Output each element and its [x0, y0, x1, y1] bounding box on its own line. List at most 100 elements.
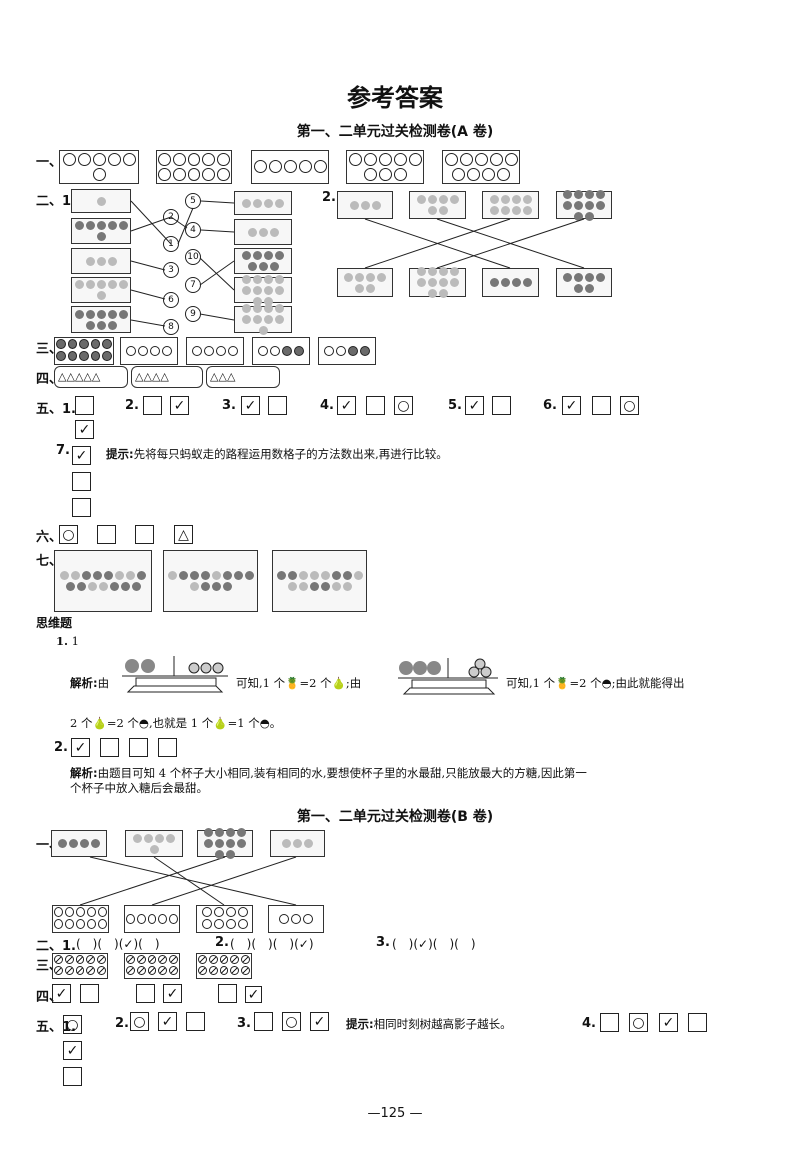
answer-box	[218, 984, 237, 1003]
answer-box	[72, 472, 91, 491]
q2-2-label: 2.	[322, 190, 336, 205]
b-ten-frame-1	[52, 905, 109, 933]
triangle-icon: △	[226, 370, 236, 383]
triangle-icon: △	[58, 370, 67, 383]
answer-box: ✓	[241, 396, 260, 415]
answer-box: ✓	[72, 446, 91, 465]
answer-box: ✓	[71, 738, 90, 757]
triangle-icon: △	[210, 370, 219, 383]
answer-box: ✓	[163, 984, 182, 1003]
b-q3-frame-1	[52, 953, 108, 979]
answer-box	[136, 984, 155, 1003]
b-q3-frame-2	[124, 953, 180, 979]
b-q2-label: 二、1.	[36, 939, 76, 954]
q5-label: 五、1.	[36, 402, 76, 417]
thinking-analysis-2b: 个杯子中放入糖后会最甜。	[70, 781, 208, 795]
page-title: 参考答案	[347, 84, 443, 112]
picture-peaches	[482, 268, 539, 297]
answer-box: ✓	[659, 1013, 678, 1032]
picture-flowers	[71, 248, 131, 274]
answer-box	[135, 525, 154, 544]
answer-box	[63, 1067, 82, 1086]
triangle-icon: △	[91, 370, 101, 383]
answer-box	[75, 396, 94, 415]
answer-box	[366, 396, 385, 415]
b-q2-2-label: 2.	[215, 935, 229, 950]
picture-strawberries-b	[197, 828, 253, 859]
triangle-icon: △	[83, 370, 92, 383]
picture-melons	[556, 268, 612, 297]
q6-label: 六、	[36, 530, 63, 545]
hint-7: 提示:先将每只蚂蚁走的路程运用数格子的方法数出来,再进行比较。	[106, 447, 448, 461]
picture-watermelons	[51, 830, 107, 857]
answer-box: ○	[629, 1013, 648, 1032]
thinking-analysis-1: 解析:由	[70, 676, 110, 690]
picture-balloons	[71, 277, 131, 303]
picture-cars	[337, 191, 393, 219]
b-q3-frame-3	[196, 953, 252, 979]
triangle-icon: △	[143, 370, 152, 383]
ten-frame-1	[59, 150, 139, 184]
answer-box: ✓	[245, 986, 262, 1003]
b-q2-1-answer: ( )( )(✓)( )	[76, 937, 160, 951]
section-a-title: 第一、二单元过关检测卷(A 卷)	[296, 124, 494, 140]
match-number: 4	[185, 222, 201, 238]
answer-box: ○	[130, 1012, 149, 1031]
answer-box	[592, 396, 611, 415]
answer-box: ○	[59, 525, 78, 544]
b-q5-2-label: 2.	[115, 1016, 129, 1031]
picture-butterflies	[71, 218, 131, 244]
picture-pandas	[234, 248, 292, 274]
q2-label: 二、1.	[36, 194, 76, 209]
picture-circles	[409, 267, 466, 298]
q5-7-label: 7.	[56, 443, 70, 458]
b-ten-frame-4	[268, 905, 324, 933]
b-ten-frame-3	[196, 905, 253, 933]
pear-icon: 🍐	[331, 676, 346, 690]
answer-box: ✓	[562, 396, 581, 415]
answer-box: ✓	[337, 396, 356, 415]
q5-6-label: 6.	[543, 398, 557, 413]
triangle-icon: △	[160, 370, 169, 383]
q5-3-label: 3.	[222, 398, 236, 413]
picture-pears	[125, 830, 183, 857]
bun-icon: ◓	[138, 716, 149, 730]
section-b-title: 第一、二单元过关检测卷(B 卷)	[296, 809, 494, 825]
answer-box	[268, 396, 287, 415]
b-q5-3-label: 3.	[237, 1016, 251, 1031]
answer-box: ✓	[52, 984, 71, 1003]
answer-box	[186, 1012, 205, 1031]
pineapple-icon: 🍍	[285, 676, 300, 690]
ten-frame-q3-4	[252, 337, 310, 365]
picture-apples	[71, 306, 131, 333]
ten-frame-2	[156, 150, 232, 184]
answer-box	[600, 1013, 619, 1032]
triangle-icon: △	[74, 370, 84, 383]
ten-frame-4	[346, 150, 424, 184]
picture-rabbits-carrots	[163, 550, 258, 612]
thinking-analysis-1b: 可知,1 个🍍=2 个🍐;由	[236, 676, 362, 690]
q1-label: 一、	[36, 155, 63, 170]
bun-icon: ◓	[601, 676, 612, 690]
picture-dogs-crabs	[272, 550, 367, 612]
triangle-group-2: △△△△	[131, 366, 203, 388]
picture-chickens	[234, 219, 292, 245]
b-q2-3-label: 3.	[376, 935, 390, 950]
picture-cakes	[482, 191, 539, 219]
triangle-icon: △	[66, 370, 75, 383]
answer-box	[100, 738, 119, 757]
pineapple-icon: 🍍	[555, 676, 570, 690]
b-q5-label: 五、1.	[36, 1020, 76, 1035]
ten-frame-5	[442, 150, 520, 184]
answer-box: △	[174, 525, 193, 544]
thinking-label: 思维题	[36, 616, 73, 630]
ten-frame-3	[251, 150, 329, 184]
picture-pear	[71, 189, 131, 213]
thinking-analysis-1d: 2 个🍐=2 个◓,也就是 1 个🍐=1 个◓。	[70, 716, 282, 730]
bun-icon: ◓	[259, 716, 270, 730]
match-number: 6	[163, 292, 179, 308]
answer-box: ✓	[310, 1012, 329, 1031]
thinking-analysis-1c: 可知,1 个🍍=2 个◓;由此就能得出	[506, 676, 685, 690]
b-q2-2-answer: ( )( )( )(✓)	[230, 937, 314, 951]
answer-box: ○	[394, 396, 413, 415]
